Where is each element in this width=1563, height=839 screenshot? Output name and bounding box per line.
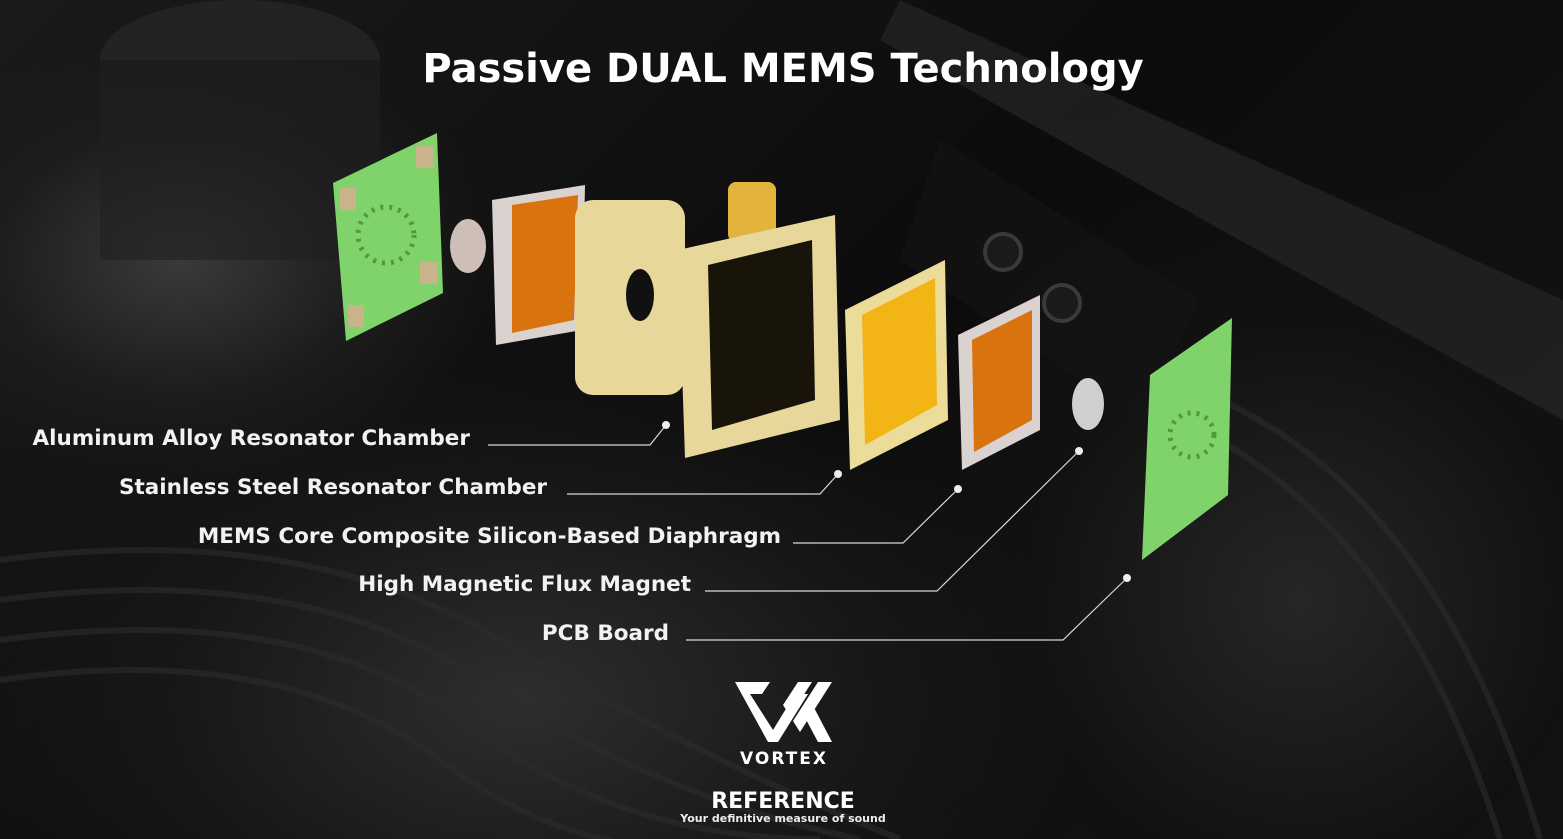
tagline: Your definitive measure of sound xyxy=(679,812,885,825)
callout-diaphragm: MEMS Core Composite Silicon-Based Diaphr… xyxy=(198,485,962,549)
diaphragm-right xyxy=(958,295,1040,470)
svg-text:Stainless Steel Resonator Cham: Stainless Steel Resonator Chamber xyxy=(119,475,547,500)
page-title: Passive DUAL MEMS Technology xyxy=(422,46,1143,92)
magnet-right xyxy=(1072,378,1104,430)
diaphragm-left xyxy=(492,185,585,345)
stainless-chamber-center xyxy=(678,182,840,458)
callout-aluminum-chamber: Aluminum Alloy Resonator Chamber xyxy=(33,421,670,451)
pcb-board-left xyxy=(333,133,443,341)
magnet-left xyxy=(450,219,486,273)
callout-stainless-chamber: Stainless Steel Resonator Chamber xyxy=(119,470,842,500)
pcb-board-right xyxy=(1142,318,1232,560)
svg-text:High Magnetic Flux Magnet: High Magnetic Flux Magnet xyxy=(358,572,691,597)
svg-text:PCB Board: PCB Board xyxy=(542,621,669,646)
vent-holes xyxy=(983,232,1082,323)
svg-text:Aluminum Alloy Resonator Chamb: Aluminum Alloy Resonator Chamber xyxy=(33,426,471,451)
aluminum-chamber-left xyxy=(575,200,685,395)
svg-text:MEMS Core Composite Silicon-Ba: MEMS Core Composite Silicon-Based Diaphr… xyxy=(198,524,781,549)
logo-wordmark: VORTEX xyxy=(740,749,828,769)
callout-pcb: PCB Board xyxy=(542,574,1131,646)
product-name: REFERENCE xyxy=(711,789,855,814)
vortex-logo: VORTEX xyxy=(735,682,832,769)
aluminum-chamber-right xyxy=(845,260,948,470)
callout-magnet: High Magnetic Flux Magnet xyxy=(358,447,1083,597)
